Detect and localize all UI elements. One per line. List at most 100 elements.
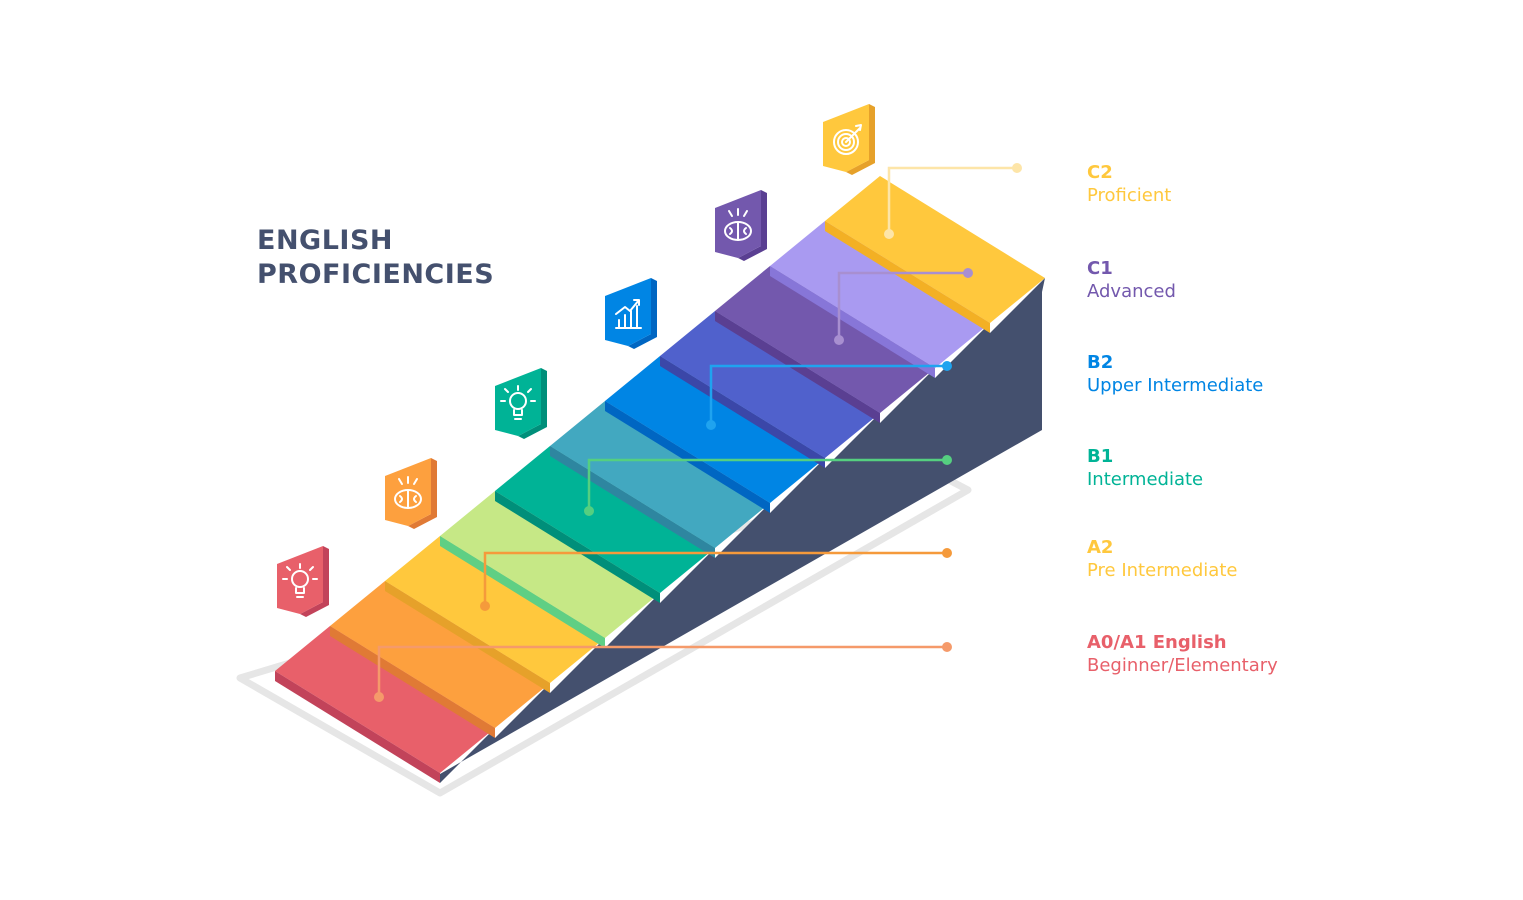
- level-a2: A2 Pre Intermediate: [1087, 537, 1237, 583]
- leader-end-dot: [942, 642, 952, 652]
- level-name: Proficient: [1087, 185, 1172, 206]
- leader-6: [374, 642, 952, 702]
- marker-side: [738, 190, 767, 261]
- level-c2: C2 Proficient: [1087, 162, 1171, 208]
- leader-end-dot: [1012, 163, 1022, 173]
- target-icon: [833, 124, 862, 155]
- brain-folds: [729, 221, 747, 241]
- leader-5: [480, 548, 952, 611]
- staircase-side: [440, 278, 1045, 783]
- marker-6: [823, 104, 875, 175]
- leader-line: [587, 458, 947, 511]
- step-top: [495, 446, 715, 593]
- marker-side: [846, 104, 875, 175]
- level-name: Pre Intermediate: [1087, 560, 1238, 581]
- level-b2: B2 Upper Intermediate: [1087, 352, 1263, 398]
- target-ring: [833, 129, 859, 155]
- marker-side: [628, 278, 657, 349]
- marker-side: [518, 368, 547, 439]
- step-7: [605, 356, 825, 513]
- marker-2: [385, 458, 437, 529]
- marker-1: [277, 546, 329, 617]
- step-front: [825, 221, 990, 333]
- bulb-ray: [504, 388, 509, 393]
- target-ring: [837, 133, 855, 151]
- brain-folds: [399, 489, 417, 509]
- leader-line: [709, 364, 947, 425]
- bulb-ray: [286, 566, 291, 571]
- leader-end-dot: [942, 548, 952, 558]
- step-2: [330, 581, 550, 738]
- bulb-glass: [509, 392, 527, 410]
- level-code: C2: [1087, 162, 1113, 183]
- step-6: [550, 401, 770, 558]
- leader-line: [483, 551, 947, 606]
- bulb-glass: [291, 570, 309, 588]
- step-front: [330, 626, 495, 738]
- level-code: A0/A1 English: [1087, 632, 1227, 653]
- marker-5: [715, 190, 767, 261]
- level-code: C1: [1087, 258, 1113, 279]
- step-top: [605, 356, 825, 503]
- lightbulb-icon: [282, 563, 318, 598]
- leader-start-dot: [584, 506, 594, 516]
- title-line-1: ENGLISH: [257, 225, 393, 256]
- leader-start-dot: [884, 229, 894, 239]
- level-name: Intermediate: [1087, 469, 1204, 490]
- bulb-base: [513, 409, 523, 416]
- title-line-2: PROFICIENCIES: [257, 259, 495, 290]
- step-front: [550, 446, 715, 558]
- marker-3: [495, 368, 547, 439]
- marker-side: [408, 458, 437, 529]
- step-11: [825, 176, 1045, 333]
- chart-trend: [615, 299, 640, 315]
- marker-4: [605, 278, 657, 349]
- step-front: [495, 491, 660, 603]
- leader-start-dot: [834, 335, 844, 345]
- brain-sparks: [728, 208, 748, 217]
- step-10: [770, 221, 990, 378]
- step-front: [605, 401, 770, 513]
- step-top: [330, 581, 550, 728]
- brain-icon: [724, 208, 752, 241]
- step-1: [275, 626, 495, 783]
- marker-side: [300, 546, 329, 617]
- step-front: [770, 266, 935, 378]
- level-name: Beginner/Elementary: [1087, 655, 1278, 676]
- growth-chart-icon: [615, 299, 642, 329]
- level-name: Upper Intermediate: [1087, 375, 1264, 396]
- level-b1: B1 Intermediate: [1087, 446, 1203, 492]
- target-arrow: [845, 124, 862, 143]
- step-top: [275, 626, 495, 773]
- step-top: [770, 221, 990, 368]
- step-top: [715, 266, 935, 413]
- step-top: [440, 491, 660, 638]
- step-top: [660, 311, 880, 458]
- leader-start-dot: [374, 692, 384, 702]
- marker-face: [605, 278, 651, 346]
- leader-end-dot: [942, 361, 952, 371]
- step-front: [385, 581, 550, 693]
- leader-end-dot: [963, 268, 973, 278]
- level-code: B2: [1087, 352, 1114, 373]
- step-5: [495, 446, 715, 603]
- step-8: [660, 311, 880, 468]
- leader-3: [706, 361, 952, 430]
- level-code: B1: [1087, 446, 1114, 467]
- marker-face: [495, 368, 541, 436]
- leader-start-dot: [706, 420, 716, 430]
- leader-2: [834, 268, 973, 345]
- diagram-title: ENGLISH PROFICIENCIES: [257, 224, 494, 292]
- leader-4: [584, 455, 952, 516]
- leader-line: [377, 645, 947, 697]
- level-c1: C1 Advanced: [1087, 258, 1176, 304]
- level-a0-a1: A0/A1 English Beginner/Elementary: [1087, 632, 1278, 678]
- bulb-ray: [309, 566, 314, 571]
- step-front: [660, 356, 825, 468]
- brain-icon: [394, 476, 422, 509]
- level-code: A2: [1087, 537, 1114, 558]
- step-4: [440, 491, 660, 648]
- leader-line: [887, 166, 1017, 234]
- step-front: [275, 671, 440, 783]
